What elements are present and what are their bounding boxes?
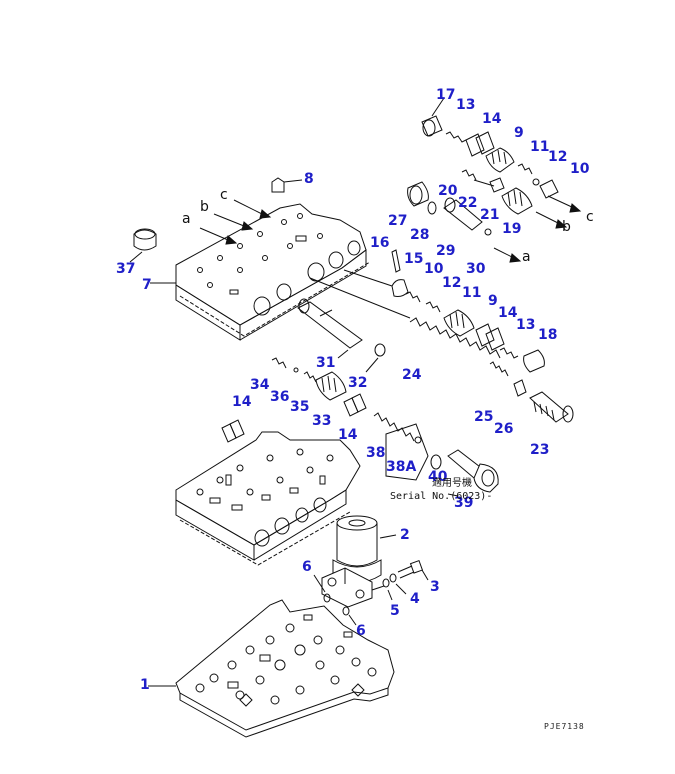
plunger-assembly [407, 181, 492, 236]
part-label-9: 9 [488, 293, 498, 309]
part-label-36: 36 [270, 389, 290, 405]
part-label-37: 37 [116, 261, 136, 277]
part-label-28: 28 [410, 227, 430, 243]
part-label-15: 15 [404, 251, 424, 267]
part-label-8: 8 [304, 171, 314, 187]
middle-spool-assembly [405, 291, 545, 373]
part-label-7: 7 [142, 277, 152, 293]
upper-spool-assembly [421, 115, 559, 199]
part-label-9: 9 [514, 125, 524, 141]
part-label-13: 13 [456, 97, 476, 113]
part-label-22: 22 [458, 195, 478, 211]
serial-note-line1: 適用号機 [432, 478, 472, 489]
bolt-and-washers [382, 559, 424, 588]
part-label-26: 26 [494, 421, 514, 437]
part-label-16: 16 [370, 235, 390, 251]
part-label-14: 14 [338, 427, 358, 443]
part-label-11: 11 [462, 285, 482, 301]
long-spool [309, 277, 574, 423]
lower-valve-body [175, 431, 361, 546]
part-label-30: 30 [466, 261, 486, 277]
spring-group-33 [271, 357, 347, 401]
part-label-18: 18 [538, 327, 558, 343]
part-label-19: 19 [502, 221, 522, 237]
part-label-23: 23 [530, 442, 550, 458]
part-label-5: 5 [390, 603, 400, 619]
part-label-14: 14 [232, 394, 252, 410]
part-label-10: 10 [570, 161, 590, 177]
spool-31 [297, 298, 386, 357]
part-label-11: 11 [530, 139, 550, 155]
base-plate-holes [195, 614, 377, 707]
part-label-14: 14 [482, 111, 502, 127]
part-label-6: 6 [302, 559, 312, 575]
part-label-31: 31 [316, 355, 336, 371]
part-label-12: 12 [442, 275, 462, 291]
part-label-40: 40 [428, 469, 448, 485]
upper-valve-body [175, 203, 367, 326]
part-label-4: 4 [410, 591, 420, 607]
part-label-38: 38 [366, 445, 386, 461]
part-label-32: 32 [348, 375, 368, 391]
part-label-34: 34 [250, 377, 270, 393]
flow-letter-c: c [586, 209, 594, 225]
part-label-17: 17 [436, 87, 456, 103]
part-label-1: 1 [140, 677, 150, 693]
part-label-2: 2 [400, 527, 410, 543]
flow-letter-a: a [182, 211, 191, 227]
part-label-24: 24 [402, 367, 422, 383]
flow-letter-b: b [562, 219, 571, 235]
part-label-33: 33 [312, 413, 332, 429]
part-label-27: 27 [388, 213, 408, 229]
serial-note-line2: Serial No.(6023)- [390, 491, 493, 502]
part-label-20: 20 [438, 183, 458, 199]
lower-valve-body-ports [196, 448, 334, 547]
solenoid-valve [321, 515, 385, 608]
flow-letter-c: c [220, 187, 228, 203]
part-label-21: 21 [480, 207, 500, 223]
drawing-code: PJE7138 [544, 722, 585, 731]
part-label-10: 10 [424, 261, 444, 277]
part-label-25: 25 [474, 409, 494, 425]
part-label-3: 3 [430, 579, 440, 595]
part-label-35: 35 [290, 399, 310, 415]
part-label-29: 29 [436, 243, 456, 259]
part-label-14: 14 [498, 305, 518, 321]
plug-37 [133, 229, 157, 251]
part-label-12: 12 [548, 149, 568, 165]
flow-letter-b: b [200, 199, 209, 215]
part-label-39: 39 [454, 495, 474, 511]
part-label-38a: 38A [386, 459, 417, 475]
flow-letter-a: a [522, 249, 531, 265]
part-label-13: 13 [516, 317, 536, 333]
upper-valve-body-ports [197, 213, 361, 316]
part-label-6: 6 [356, 623, 366, 639]
flow-arrows [199, 195, 582, 263]
